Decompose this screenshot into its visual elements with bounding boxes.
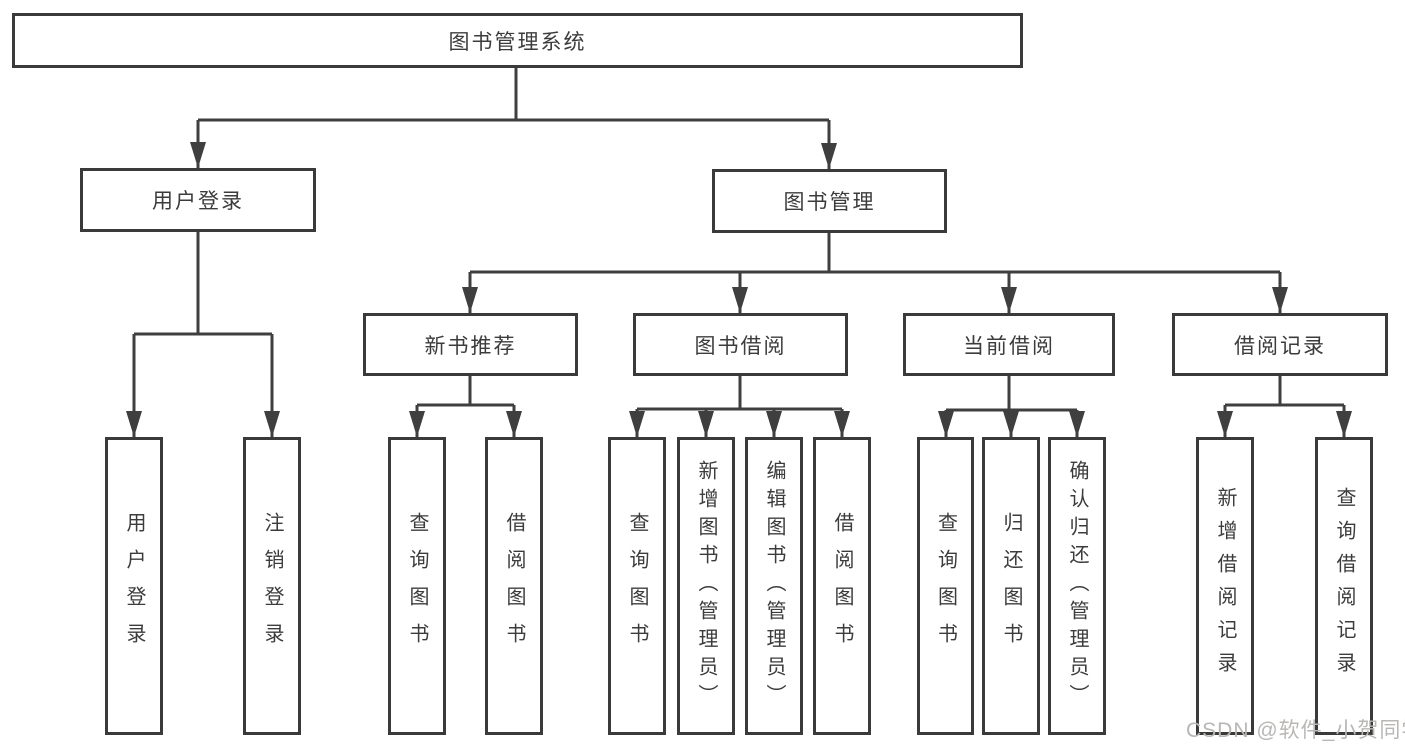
leaf-label: 查询图书 — [934, 512, 957, 660]
node-label: 图书管理 — [783, 191, 876, 214]
node-book-borrow: 图书借阅 — [633, 313, 848, 376]
leaf-label: 新增图书（管理员） — [695, 460, 717, 712]
leaf-add-borrow-record: 新增借阅记录 — [1196, 437, 1254, 735]
leaf-query-books: 查询图书 — [608, 437, 666, 735]
node-label: 借阅记录 — [1234, 334, 1326, 358]
node-book-management: 图书管理 — [712, 169, 947, 233]
leaf-label: 查询借阅记录 — [1333, 487, 1355, 685]
leaf-query-borrow-record: 查询借阅记录 — [1315, 437, 1373, 735]
csdn-watermark: CSDN @软件_小贺同学 — [1186, 719, 1405, 742]
node-label: 当前借阅 — [963, 334, 1055, 358]
leaf-label: 借阅图书 — [831, 512, 853, 660]
node-new-book-recommend: 新书推荐 — [363, 313, 578, 376]
leaf-add-book-admin: 新增图书（管理员） — [677, 437, 735, 735]
leaf-query-books: 查询图书 — [917, 437, 974, 735]
leaf-borrow-book: 借阅图书 — [813, 437, 871, 735]
leaf-confirm-return-admin: 确认归还（管理员） — [1048, 437, 1106, 735]
leaf-borrow-book: 借阅图书 — [485, 437, 543, 735]
leaf-label: 借阅图书 — [503, 512, 525, 660]
node-label: 图书借阅 — [694, 334, 787, 358]
leaf-label: 查询图书 — [406, 512, 428, 660]
leaf-label: 归还图书 — [1000, 512, 1022, 660]
leaf-logout: 注销登录 — [243, 437, 301, 735]
node-label: 新书推荐 — [424, 334, 517, 358]
leaf-return-book: 归还图书 — [982, 437, 1040, 735]
leaf-label: 确认归还（管理员） — [1066, 460, 1088, 712]
node-user-login: 用户登录 — [80, 168, 316, 232]
leaf-label: 查询图书 — [626, 512, 648, 660]
leaf-label: 用户登录 — [123, 512, 145, 660]
node-root-library-system: 图书管理系统 — [12, 13, 1023, 68]
node-label: 图书管理系统 — [448, 30, 587, 54]
leaf-edit-book-admin: 编辑图书（管理员） — [745, 437, 803, 735]
node-current-borrow: 当前借阅 — [903, 313, 1115, 376]
node-label: 用户登录 — [152, 190, 244, 213]
leaf-label: 编辑图书（管理员） — [763, 460, 785, 712]
node-borrow-records: 借阅记录 — [1172, 313, 1388, 376]
leaf-label: 注销登录 — [261, 512, 283, 660]
leaf-query-books: 查询图书 — [388, 437, 446, 735]
leaf-label: 新增借阅记录 — [1214, 487, 1236, 685]
leaf-user-login: 用户登录 — [105, 437, 163, 735]
